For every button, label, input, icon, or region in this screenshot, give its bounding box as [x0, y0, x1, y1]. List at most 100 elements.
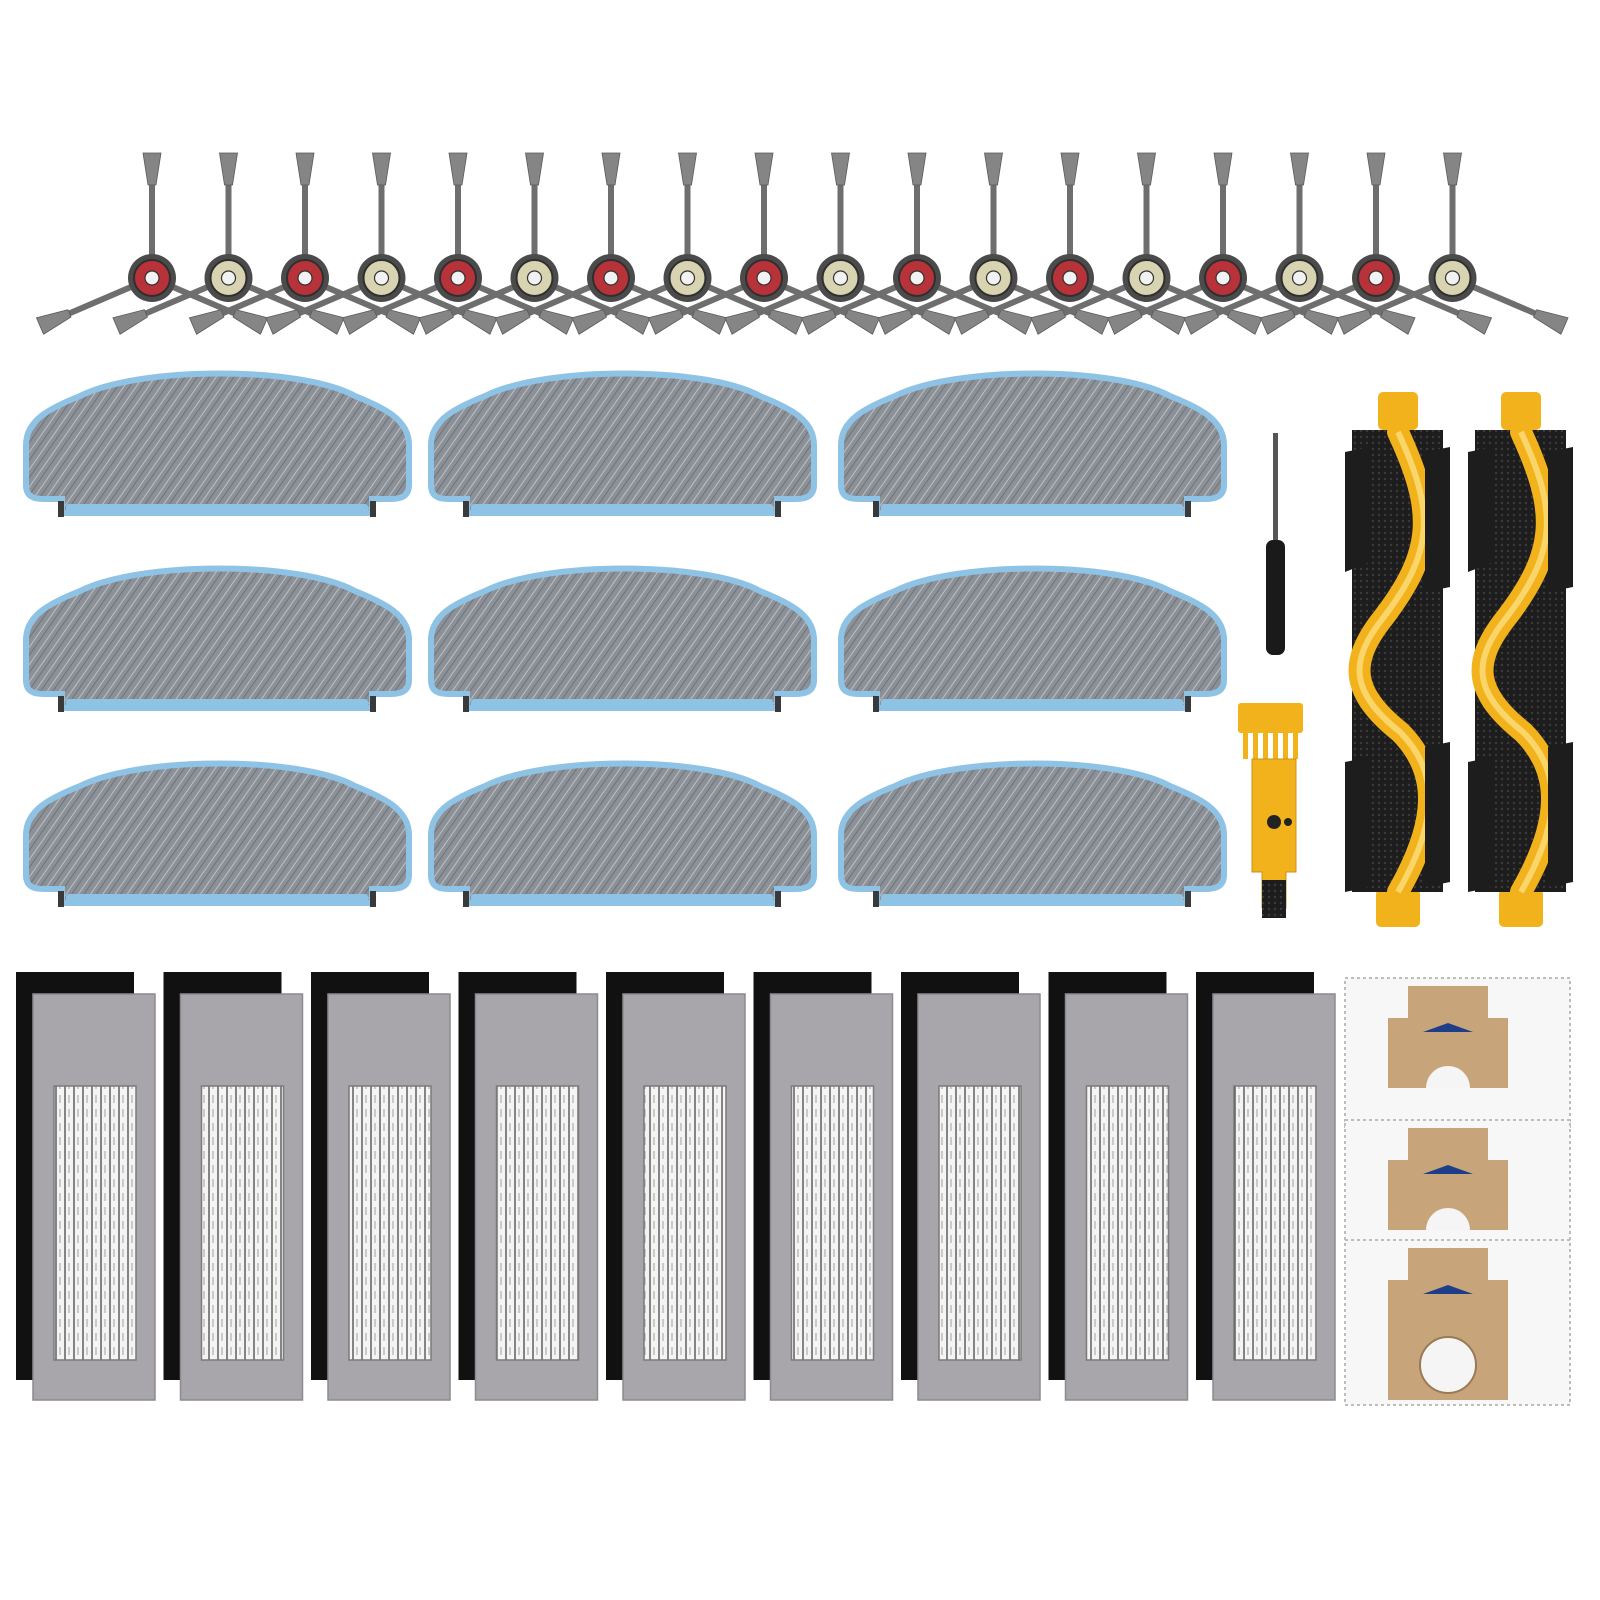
mop-tab-right	[370, 891, 376, 907]
mop-tab-right	[775, 696, 781, 712]
brush-arm	[1078, 279, 1187, 335]
bag-arrow	[1423, 1165, 1473, 1174]
brush-arm	[525, 152, 544, 268]
side-brush	[112, 152, 345, 335]
roller-fin	[1468, 757, 1493, 892]
brush-arm	[984, 152, 1003, 268]
mop-velcro-strip	[471, 699, 773, 709]
mop-fabric	[838, 760, 1227, 906]
cleaning-comb	[1238, 703, 1303, 918]
filter-pleats	[200, 1085, 285, 1361]
side-brush	[188, 152, 422, 335]
comb-tooth	[1283, 733, 1288, 759]
brush-arm	[1137, 152, 1156, 268]
brush-arm	[1213, 152, 1233, 268]
roller-fin	[1345, 447, 1370, 572]
brush-arm	[341, 279, 450, 335]
brush-arm	[188, 279, 297, 335]
comb-tooth	[1273, 733, 1278, 759]
brush-arm	[494, 279, 603, 335]
side-brush	[1259, 152, 1493, 335]
brush-arm	[1384, 279, 1493, 335]
mop-tab-right	[775, 501, 781, 517]
side-brush	[1106, 152, 1340, 335]
mop-fabric	[838, 370, 1227, 516]
hepa-filter	[606, 972, 746, 1401]
brush-hub-center	[1368, 270, 1384, 286]
roller-fin	[1425, 742, 1450, 887]
mop-tab-left	[58, 891, 64, 907]
roller-bottom-cap	[1376, 889, 1420, 927]
side-brush	[800, 152, 1034, 335]
brush-arm	[313, 279, 422, 335]
roller-top-cap	[1378, 392, 1418, 430]
brush-arm	[466, 279, 575, 335]
brush-arm	[418, 279, 526, 335]
brush-arm	[696, 279, 804, 335]
brush-hub-center	[220, 270, 237, 286]
roller-fin	[1425, 447, 1450, 592]
mop-tab-left	[873, 696, 879, 712]
dust-bag-stack	[1344, 977, 1571, 1406]
mop-tab-right	[1185, 501, 1191, 517]
filter-pleats	[1233, 1085, 1317, 1361]
mop-tab-left	[463, 891, 469, 907]
brush-arm	[1443, 152, 1462, 268]
brush-hub-center	[832, 270, 849, 286]
mop-pad	[23, 370, 412, 517]
mop-tab-right	[775, 891, 781, 907]
mop-tab-right	[1185, 891, 1191, 907]
mop-pad	[838, 565, 1227, 712]
brush-arm	[619, 279, 728, 335]
comb-tooth	[1263, 733, 1268, 759]
filter-pleats	[53, 1085, 137, 1361]
tool-group	[1238, 433, 1303, 918]
mop-tab-left	[58, 696, 64, 712]
mop-velcro-strip	[66, 894, 368, 904]
brush-arm	[1461, 279, 1569, 335]
mop-fabric	[428, 760, 817, 906]
brush-arm	[543, 279, 651, 335]
side-brush	[953, 152, 1187, 335]
filter-row	[16, 972, 1336, 1401]
hepa-filter	[1048, 972, 1189, 1401]
mop-velcro-strip	[66, 699, 368, 709]
bag-arrow	[1423, 1023, 1473, 1032]
brush-hub-center	[1215, 270, 1231, 286]
brush-arm	[1231, 279, 1340, 335]
brush-arm	[601, 152, 621, 268]
hepa-filter	[753, 972, 894, 1401]
mop-velcro-strip	[471, 894, 773, 904]
hepa-filter	[458, 972, 599, 1401]
mop-pad-grid	[23, 370, 1227, 907]
brush-arm	[295, 152, 315, 268]
mop-tab-left	[873, 501, 879, 517]
mop-tab-left	[463, 696, 469, 712]
hepa-filter	[163, 972, 304, 1401]
bag-inlet	[1426, 1066, 1470, 1088]
mop-tab-right	[370, 696, 376, 712]
brush-arm	[772, 279, 881, 335]
comb-tooth	[1293, 733, 1298, 759]
mop-fabric	[428, 565, 817, 711]
brush-hub-center	[603, 270, 619, 286]
brush-arm	[219, 152, 238, 268]
roller-fin	[1548, 447, 1573, 592]
side-brush	[494, 152, 728, 335]
filter-pleats	[348, 1085, 432, 1361]
brush-hub-center	[756, 270, 772, 286]
brush-arm	[237, 279, 345, 335]
hepa-filter	[901, 972, 1041, 1401]
mop-pad	[838, 760, 1227, 907]
side-brush	[1030, 152, 1263, 335]
hepa-filter	[16, 972, 156, 1401]
brush-hub-center	[1291, 270, 1308, 286]
brush-arm	[831, 152, 850, 268]
filter-pleats	[643, 1085, 727, 1361]
main-roller-brush	[1340, 392, 1455, 927]
roller-bottom-cap	[1499, 889, 1543, 927]
mop-fabric	[23, 565, 412, 711]
brush-arm	[372, 152, 391, 268]
side-brush	[1336, 152, 1569, 335]
